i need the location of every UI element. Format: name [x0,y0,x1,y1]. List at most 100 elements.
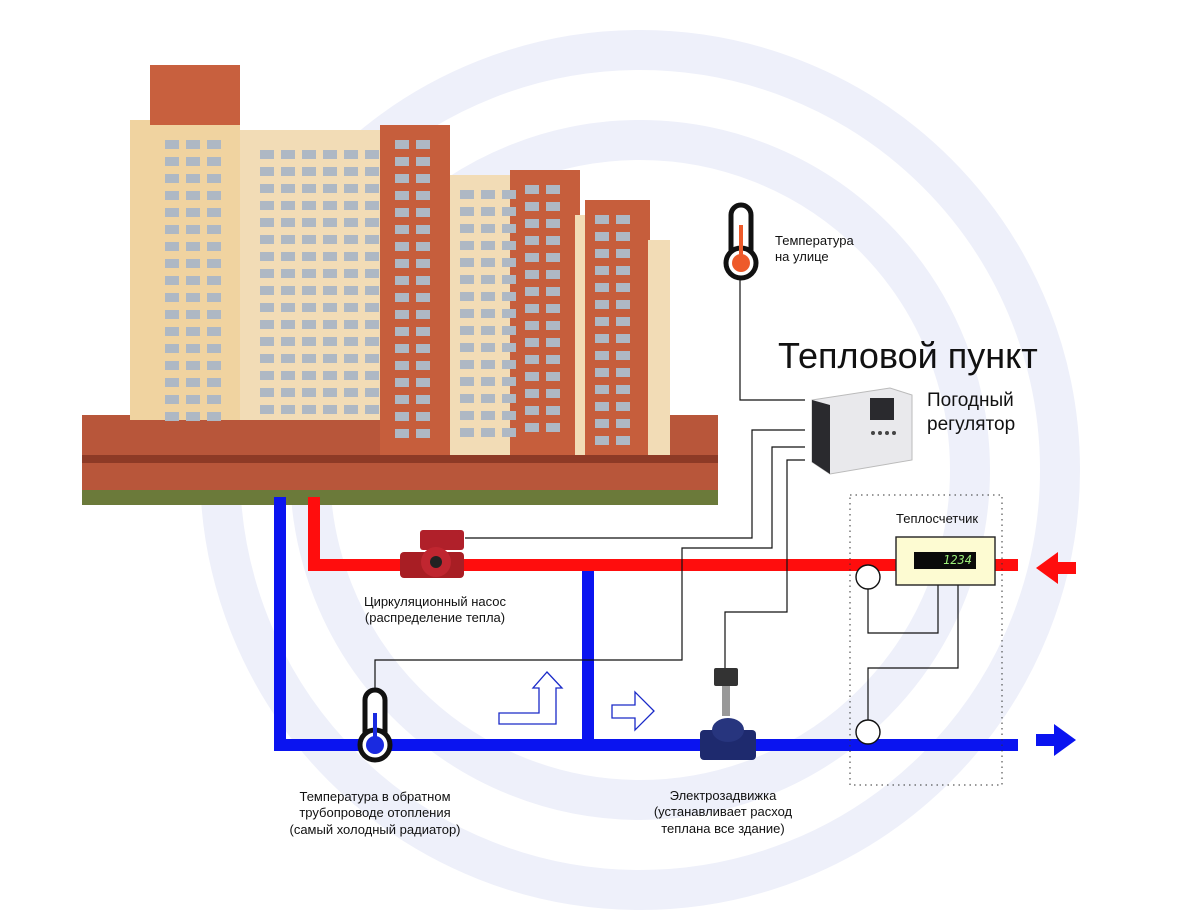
building-window [525,338,539,347]
building-window [365,150,379,159]
building-window [616,351,630,360]
building-window [323,337,337,346]
building-window [260,371,274,380]
building-window [416,242,430,251]
building-window [395,344,409,353]
building-window [595,402,609,411]
building-window [460,411,474,420]
building-window [323,269,337,278]
building-window [323,252,337,261]
building-window [595,232,609,241]
building-window [416,276,430,285]
building-window [281,218,295,227]
building-window [365,388,379,397]
building-window [323,201,337,210]
building-window [502,224,516,233]
building-window [302,371,316,380]
building-window [616,419,630,428]
building-window [365,201,379,210]
building-window [481,360,495,369]
building-window [595,385,609,394]
building-window [165,157,179,166]
building-window [416,310,430,319]
building-window [260,269,274,278]
building-window [481,207,495,216]
building-window [281,354,295,363]
building-window [546,270,560,279]
building-window [546,185,560,194]
building-window [481,377,495,386]
return-thermometer-icon [357,687,393,763]
building-window [395,412,409,421]
building-window [502,411,516,420]
building-window [595,368,609,377]
building-window [165,276,179,285]
building-window [395,242,409,251]
page-title: Тепловой пункт [778,335,1038,376]
building-window [546,406,560,415]
building-window [595,419,609,428]
building-window [302,269,316,278]
building-window [302,405,316,414]
building-window [365,303,379,312]
building-window [207,157,221,166]
building-window [302,184,316,193]
pump-line-2: (распределение тепла) [364,610,506,626]
building-window [323,354,337,363]
building-window [344,303,358,312]
building-window [481,394,495,403]
building-window [344,320,358,329]
weather-regulator [811,387,913,475]
valve-line-3: теплана все здание) [661,820,785,836]
building-window [186,327,200,336]
building-window [281,235,295,244]
building-window [186,293,200,302]
building-window [525,423,539,432]
building-window [460,377,474,386]
building-window [395,140,409,149]
regulator-line-1: Погодный [927,390,1014,411]
building-window [502,207,516,216]
building-window [207,412,221,421]
building-window [595,300,609,309]
return-outflow-arrow [1036,724,1076,756]
building-window [281,269,295,278]
building-window [260,201,274,210]
building-window [344,184,358,193]
building-window [186,242,200,251]
building-window [207,140,221,149]
building-window [323,388,337,397]
building-window [416,225,430,234]
building-window [395,174,409,183]
building-window [460,190,474,199]
building-window [525,202,539,211]
building-window [525,389,539,398]
building-window [186,395,200,404]
building-window [481,224,495,233]
building-window [323,167,337,176]
building-window [165,191,179,200]
building-window [460,394,474,403]
building-window [365,405,379,414]
outdoor-temp-line-2: на улице [775,249,829,265]
building-window [481,411,495,420]
building-window [323,405,337,414]
building-window [481,275,495,284]
building-window [302,235,316,244]
return-temp-line-2: трубопроводе отопления [299,805,451,821]
building-window [260,252,274,261]
building-window [481,326,495,335]
building-window [302,201,316,210]
building-window [502,241,516,250]
building-window [546,321,560,330]
building-window [344,337,358,346]
building-window [395,327,409,336]
pump-line-1: Циркуляционный насос [363,594,507,609]
building-window [281,252,295,261]
building-window [302,286,316,295]
building-window [344,252,358,261]
building-window [165,242,179,251]
control-wires [374,280,959,720]
valve-label: Электрозадвижка (устанавливает расход те… [623,788,823,837]
